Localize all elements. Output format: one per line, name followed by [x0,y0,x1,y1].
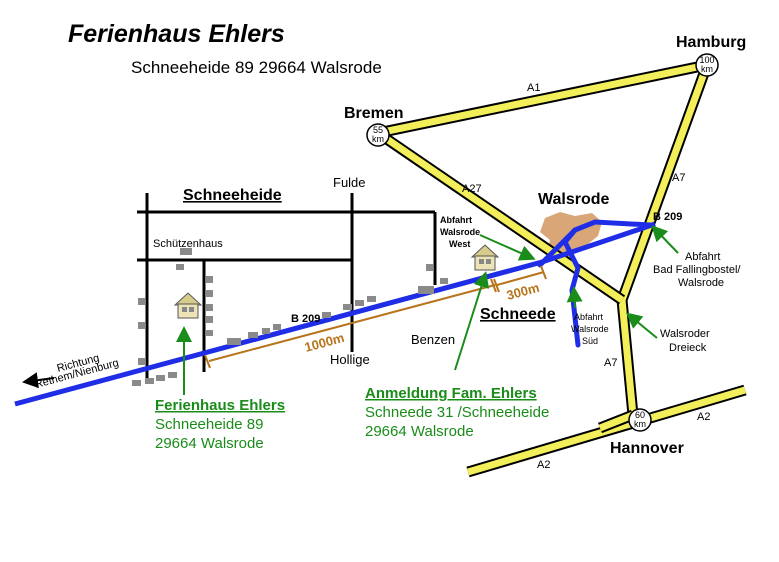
city-walsrode: Walsrode [538,191,610,208]
page-title: Ferienhaus Ehlers [68,20,285,48]
exit-walsrode-west: Abfahrt Walsrode West [440,215,480,249]
page-subtitle: Schneeheide 89 29664 Walsrode [131,58,382,77]
city-hannover: Hannover [610,440,684,457]
svg-text:km: km [634,419,646,429]
svg-text:Walsrode: Walsrode [678,277,724,289]
distance-marker-hamburg: 100 km [695,53,719,77]
city-hamburg: Hamburg [676,34,746,51]
svg-text:Schneeheide 89: Schneeheide 89 [155,416,263,433]
svg-text:Abfahrt: Abfahrt [440,215,472,225]
distance-marker-hannover: 60 km [628,408,652,432]
exit-bad-fallingbostel: Abfahrt Bad Fallingbostel/ Walsrode [653,251,741,289]
place-schneeheide: Schneeheide [183,187,282,204]
road-label-a7-lower: A7 [604,357,617,369]
svg-text:Walsroder: Walsroder [660,328,710,340]
svg-text:Ferienhaus Ehlers: Ferienhaus Ehlers [155,397,285,414]
place-fulde: Fulde [333,175,366,190]
pointer-arrows [176,225,679,395]
svg-text:Walsrode: Walsrode [440,227,480,237]
place-benzen: Benzen [411,332,455,347]
walsrode-local-roads [537,219,653,348]
exit-walsrode-sued: Abfahrt Walsrode Süd [571,312,609,346]
svg-text:60: 60 [635,410,645,420]
place-schneede: Schneede [480,306,556,323]
svg-text:Dreieck: Dreieck [669,342,707,354]
place-schuetzenhaus: Schützenhaus [153,238,223,250]
distance-marker-bremen: 55 km [366,123,390,147]
distance-1000m-line [204,278,497,369]
house-icon [470,244,500,271]
road-label-a2-right: A2 [697,411,710,423]
svg-text:55: 55 [373,125,383,135]
exit-walsroder-dreieck: Walsroder Dreieck [660,328,710,354]
road-label-a27: A27 [462,183,482,195]
svg-text:km: km [701,64,713,74]
road-label-a7-upper: A7 [672,172,685,184]
road-label-b209-right: B 209 [653,211,682,223]
svg-text:Abfahrt: Abfahrt [685,251,720,263]
svg-text:Süd: Süd [582,336,598,346]
svg-text:km: km [372,134,384,144]
local-streets [137,193,437,382]
buildings [132,248,448,386]
arrow-left-icon [22,372,55,389]
city-bremen: Bremen [344,105,404,122]
svg-text:West: West [449,239,470,249]
b209-road [14,221,656,407]
svg-text:29664 Walsrode: 29664 Walsrode [155,435,264,452]
svg-text:29664 Walsrode: 29664 Walsrode [365,423,474,440]
distance-300m-label: 300m [505,280,541,303]
road-label-b209-left: B 209 [291,313,320,325]
svg-text:100: 100 [699,55,714,65]
house-icon [173,292,203,319]
place-hollige: Hollige [330,352,370,367]
distance-300m-line [493,265,547,293]
svg-text:Bad Fallingbostel/: Bad Fallingbostel/ [653,264,741,276]
svg-text:Abfahrt: Abfahrt [574,312,604,322]
svg-text:Walsrode: Walsrode [571,324,609,334]
road-label-a1: A1 [527,82,540,94]
svg-text:Schneede 31 /Schneeheide: Schneede 31 /Schneeheide [365,404,549,421]
ferienhaus-info: Ferienhaus Ehlers Schneeheide 89 29664 W… [155,397,285,452]
road-label-a2-left: A2 [537,459,550,471]
svg-text:Anmeldung Fam. Ehlers: Anmeldung Fam. Ehlers [365,385,537,402]
anmeldung-info: Anmeldung Fam. Ehlers Schneede 31 /Schne… [365,385,549,440]
motorway-network [374,59,747,478]
